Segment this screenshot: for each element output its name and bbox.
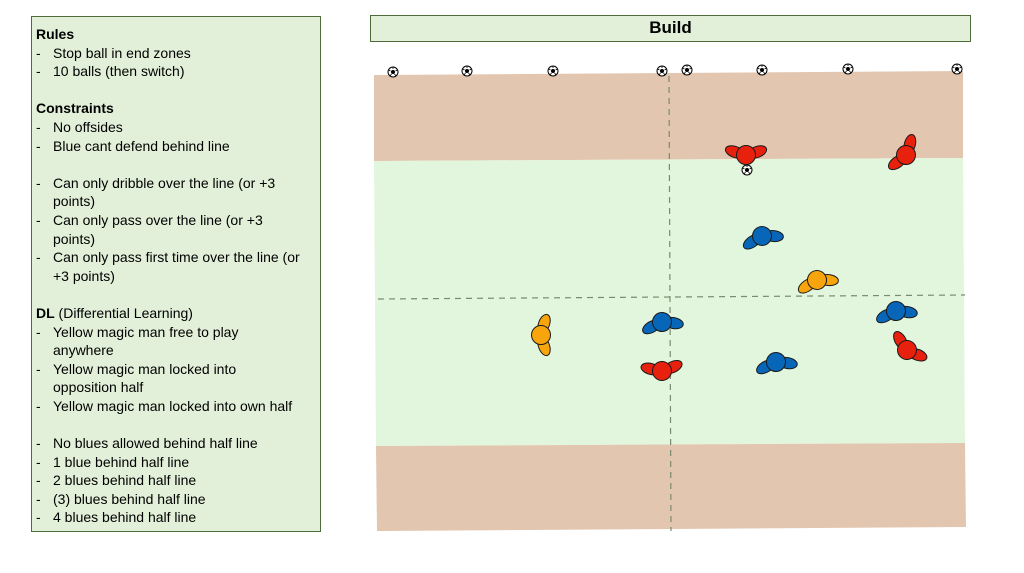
rule-item: -Yellow magic man locked into opposition … bbox=[36, 360, 316, 397]
rule-text-line: Can only pass over the line (or +3 bbox=[53, 211, 263, 228]
rule-item: -Yellow magic man locked into own half bbox=[36, 397, 316, 416]
bullet-dash: - bbox=[36, 490, 41, 507]
rule-text-line: points) bbox=[53, 193, 96, 210]
bullet-dash: - bbox=[36, 44, 41, 61]
rule-text-line: Can only dribble over the line (or +3 bbox=[53, 174, 276, 191]
rule-item: -Stop ball in end zones bbox=[36, 44, 316, 63]
rule-text: Blue cant defend behind line bbox=[53, 137, 230, 154]
yellow-magic-man-1 bbox=[797, 270, 839, 294]
player-head bbox=[897, 340, 917, 360]
rule-text: No offsides bbox=[53, 118, 123, 135]
rule-text: Yellow magic man locked into own half bbox=[53, 397, 293, 414]
ball-icon bbox=[951, 63, 963, 75]
rule-text-line: opposition half bbox=[53, 379, 144, 396]
section-heading: Constraints bbox=[36, 99, 316, 118]
blue-player-2 bbox=[642, 312, 684, 335]
section-heading-bold: DL bbox=[36, 304, 55, 321]
blue-player-1 bbox=[742, 226, 784, 250]
blue-player-4 bbox=[756, 352, 798, 375]
rule-item: -No offsides bbox=[36, 118, 316, 137]
rule-text-line: anywhere bbox=[53, 342, 114, 359]
rule-text: No blues allowed behind half line bbox=[53, 435, 258, 452]
rule-text: Can only pass first time over the line (… bbox=[53, 248, 316, 285]
bullet-dash: - bbox=[36, 509, 41, 526]
rule-text: Stop ball in end zones bbox=[53, 44, 191, 61]
rule-text-line: Yellow magic man locked into bbox=[53, 360, 237, 377]
drill-title: Build bbox=[370, 15, 971, 42]
ball-icon bbox=[656, 65, 668, 77]
rule-item: -Blue cant defend behind line bbox=[36, 137, 316, 156]
bullet-dash: - bbox=[36, 118, 41, 135]
rule-text: 10 balls (then switch) bbox=[53, 63, 185, 80]
rule-item: -2 blues behind half line bbox=[36, 471, 316, 490]
player-head bbox=[752, 226, 772, 246]
rule-text: Yellow magic man locked into opposition h… bbox=[53, 360, 316, 397]
rule-text-line: Can only pass first time over the line (… bbox=[53, 249, 300, 266]
vertical-center-line bbox=[668, 75, 672, 532]
rule-text-line: Yellow magic man free to play bbox=[53, 323, 239, 340]
section-heading-bold: Rules bbox=[36, 26, 75, 42]
bullet-dash: - bbox=[36, 453, 41, 470]
rule-item: -(3) blues behind half line bbox=[36, 490, 316, 509]
rule-text: Can only pass over the line (or +3 points… bbox=[53, 211, 316, 248]
bullet-dash: - bbox=[36, 137, 41, 154]
red-player-attacker-with-ball bbox=[724, 145, 768, 165]
yellow-magic-man-2 bbox=[531, 313, 551, 357]
blue-player-3 bbox=[876, 301, 918, 324]
ball-icon bbox=[741, 164, 753, 176]
player-head bbox=[807, 270, 827, 290]
red-player-4 bbox=[893, 331, 928, 362]
ball-icon bbox=[387, 66, 399, 78]
bullet-dash: - bbox=[36, 323, 41, 340]
player-head bbox=[652, 361, 672, 381]
player-head bbox=[896, 145, 916, 165]
rule-item: -10 balls (then switch) bbox=[36, 62, 316, 81]
bullet-dash: - bbox=[36, 435, 41, 452]
rule-text-line: points) bbox=[53, 230, 96, 247]
section-heading: DL (Differential Learning) bbox=[36, 304, 316, 323]
ball-icon bbox=[842, 63, 854, 75]
rule-item: -1 blue behind half line bbox=[36, 453, 316, 472]
section-heading-bold: Constraints bbox=[36, 100, 114, 117]
red-player-3 bbox=[640, 360, 683, 381]
bullet-dash: - bbox=[36, 249, 41, 266]
ball-icon bbox=[461, 65, 473, 77]
bullet-dash: - bbox=[36, 472, 41, 489]
rule-item: -Yellow magic man free to play anywhere bbox=[36, 323, 316, 360]
bullet-dash: - bbox=[36, 174, 41, 191]
rule-text: Yellow magic man free to play anywhere bbox=[53, 323, 316, 360]
players-layer bbox=[531, 134, 928, 381]
rule-text: Can only dribble over the line (or +3 poi… bbox=[53, 174, 316, 211]
bullet-dash: - bbox=[36, 397, 41, 414]
section-heading-suffix: (Differential Learning) bbox=[54, 304, 193, 321]
middle-zone bbox=[374, 158, 965, 446]
half-line bbox=[377, 294, 966, 300]
rule-text: 4 blues behind half line bbox=[53, 509, 197, 526]
bullet-dash: - bbox=[36, 360, 41, 377]
section-heading: Rules bbox=[36, 25, 316, 44]
ball-icon bbox=[756, 64, 768, 76]
player-head bbox=[652, 312, 672, 332]
rule-item: -4 blues behind half line bbox=[36, 508, 316, 527]
player-head bbox=[766, 352, 786, 372]
bullet-dash: - bbox=[36, 211, 41, 228]
rule-item: -No blues allowed behind half line bbox=[36, 434, 316, 453]
rule-item: -Can only pass first time over the line … bbox=[36, 248, 316, 285]
top-end-zone bbox=[374, 71, 963, 161]
rule-text: 2 blues behind half line bbox=[53, 472, 197, 489]
player-head bbox=[531, 325, 551, 345]
rule-text: 1 blue behind half line bbox=[53, 453, 190, 470]
rules-panel: Rules-Stop ball in end zones-10 balls (t… bbox=[31, 16, 321, 532]
rule-text: (3) blues behind half line bbox=[53, 490, 206, 507]
ball-icon bbox=[547, 65, 559, 77]
red-player-top-right bbox=[887, 134, 917, 171]
player-head bbox=[886, 301, 906, 321]
rule-item: -Can only pass over the line (or +3 point… bbox=[36, 211, 316, 248]
rule-text-line: +3 points) bbox=[53, 267, 115, 284]
rule-item: -Can only dribble over the line (or +3 po… bbox=[36, 174, 316, 211]
ball-icon bbox=[681, 64, 693, 76]
bullet-dash: - bbox=[36, 63, 41, 80]
player-head bbox=[736, 145, 756, 165]
